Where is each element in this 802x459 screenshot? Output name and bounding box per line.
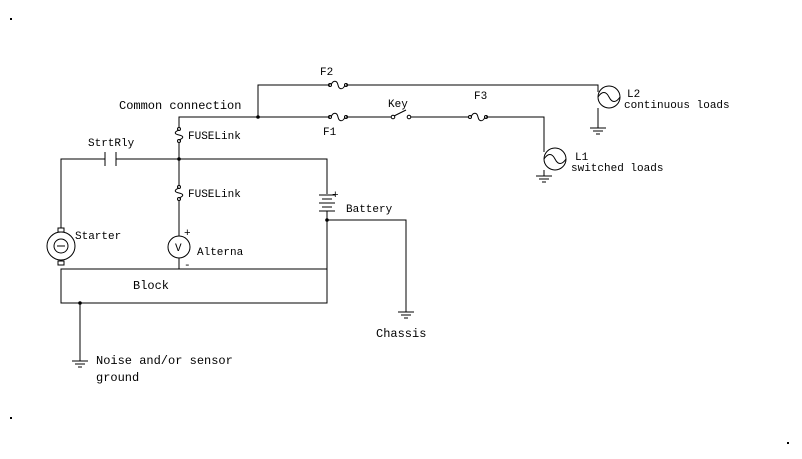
noise-ground-label-line2: ground (96, 371, 139, 385)
noise-ground-label-line1: Noise and/or sensor (96, 354, 233, 368)
fuse-f1 (328, 112, 348, 122)
engine-block-rect (60, 268, 328, 304)
strtrly-label: StrtRly (88, 138, 135, 150)
lamp-l1-icon (543, 147, 567, 176)
block-label: Block (133, 279, 169, 293)
l1-name-label: L1 (575, 152, 589, 164)
corner-dot-bottom-left (10, 417, 12, 419)
fuse-f2 (328, 80, 348, 90)
f2-branch-wire (257, 84, 599, 117)
main-bus-wire (116, 158, 328, 194)
fuselink-mid-label: FUSELink (188, 189, 241, 201)
starter-relay-icon (104, 152, 117, 166)
key-switch-icon (390, 109, 412, 120)
battery-plus-label: + (332, 190, 339, 202)
starter-motor-icon (46, 227, 76, 266)
alt-minus-label: - (184, 260, 191, 272)
fuselink-top-icon (174, 127, 184, 143)
alt-plus-label: + (184, 228, 191, 240)
f3-label: F3 (474, 91, 487, 103)
corner-dot-top-left (10, 18, 12, 20)
common-connection-label: Common connection (119, 99, 241, 113)
common-bus-wire (178, 116, 330, 128)
l2-desc-label: continuous loads (624, 100, 730, 112)
alterna-label: Alterna (197, 247, 244, 259)
corner-dot-bottom-right (787, 442, 789, 444)
battery-label: Battery (346, 204, 393, 216)
l2-name-label: L2 (627, 89, 640, 101)
f3-l1-wire (486, 116, 545, 152)
lamp-l2-icon (597, 85, 621, 128)
voltmeter-letter: V (175, 243, 182, 255)
chassis-wire (327, 219, 407, 312)
ground-l2-icon (590, 127, 606, 135)
key-label: Key (388, 99, 408, 111)
ground-noise-icon (72, 360, 88, 368)
common-junction-dot (256, 115, 260, 119)
ground-chassis-icon (398, 311, 414, 319)
fuse-f3 (468, 112, 488, 122)
starter-label: Starter (75, 231, 121, 243)
starter-relay-left-wire (60, 158, 105, 228)
f2-label: F2 (320, 67, 333, 79)
chassis-label: Chassis (376, 327, 426, 341)
l1-desc-label: switched loads (571, 163, 663, 175)
f1-label: F1 (323, 127, 337, 139)
ground-l1-icon (536, 175, 552, 183)
fuselink-top-label: FUSELink (188, 131, 241, 143)
fuselink-mid-icon (174, 185, 184, 201)
alternator-voltmeter-icon: V (167, 235, 191, 259)
